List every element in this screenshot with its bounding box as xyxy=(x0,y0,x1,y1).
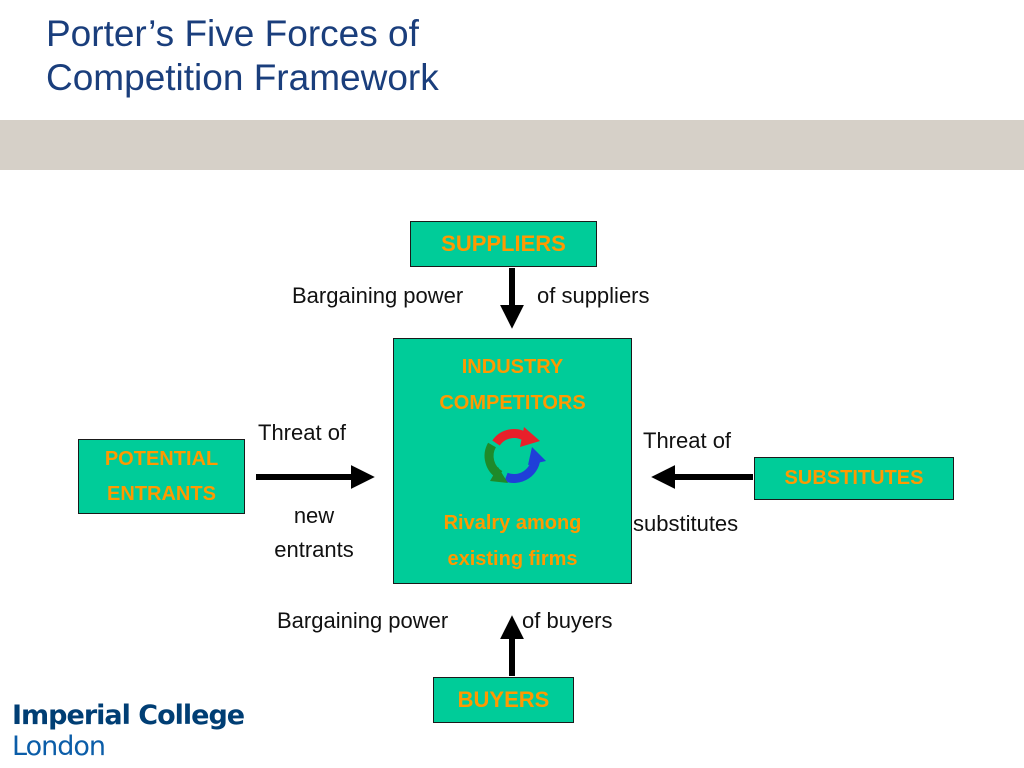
suppliers-power-label-b: of suppliers xyxy=(537,283,650,308)
industry-label-1: INDUSTRY xyxy=(461,356,564,378)
suppliers-box: SUPPLIERS xyxy=(410,221,597,267)
entrants-threat-label-b: new xyxy=(293,503,335,528)
logo-line-2: London xyxy=(12,731,106,762)
header-band xyxy=(0,120,1024,170)
substitutes-threat-label-b: substitutes xyxy=(633,511,739,536)
slide-title: Porter’s Five Forces of Competition Fram… xyxy=(46,12,439,100)
entrants-label-2: ENTRANTS xyxy=(107,483,216,505)
buyers-box: BUYERS xyxy=(433,677,574,723)
industry-label-3: Rivalry among xyxy=(443,512,582,534)
buyers-power-label-b: of buyers xyxy=(522,608,613,633)
industry-label-2: COMPETITORS xyxy=(439,392,586,414)
substitutes-threat-label-a: Threat of xyxy=(643,428,732,453)
imperial-college-logo: Imperial College London xyxy=(12,700,245,762)
substitutes-box: SUBSTITUTES xyxy=(754,457,954,500)
industry-competitors-box: INDUSTRY COMPETITORS Rivalry among exist… xyxy=(393,338,632,584)
industry-label-4: existing firms xyxy=(447,548,578,570)
entrants-threat-label-a: Threat of xyxy=(258,420,347,445)
logo-line-1: Imperial College xyxy=(12,700,245,731)
suppliers-power-label-a: Bargaining power xyxy=(292,283,464,308)
buyers-power-label-a: Bargaining power xyxy=(277,608,449,633)
title-line-2: Competition Framework xyxy=(46,57,439,98)
entrants-label-1: POTENTIAL xyxy=(104,448,219,470)
entrants-threat-label-c: entrants xyxy=(274,537,354,562)
cycle-arrows-icon xyxy=(484,427,546,483)
title-line-1: Porter’s Five Forces of xyxy=(46,13,419,54)
potential-entrants-box: POTENTIAL ENTRANTS xyxy=(78,439,245,514)
